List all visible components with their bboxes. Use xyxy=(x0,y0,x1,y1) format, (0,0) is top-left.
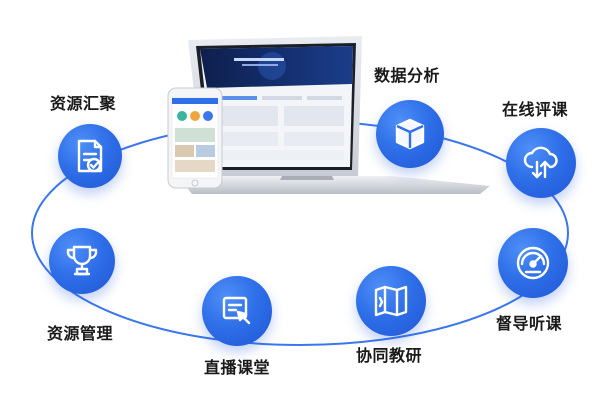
feature-online-evaluate[interactable]: 在线评课 xyxy=(500,90,600,220)
screen-cursor-icon xyxy=(202,276,272,346)
gauge-icon xyxy=(498,228,568,298)
feature-label: 在线评课 xyxy=(502,100,569,119)
feature-label: 协同教研 xyxy=(356,346,423,365)
trophy-icon xyxy=(49,228,115,294)
feature-resource-manage[interactable]: 资源管理 xyxy=(35,228,165,358)
feature-label: 数据分析 xyxy=(374,66,441,85)
feature-label: 直播课堂 xyxy=(204,358,271,377)
feature-live-classroom[interactable]: 直播课堂 xyxy=(196,270,326,400)
feature-label: 资源管理 xyxy=(47,324,114,343)
feature-label: 资源汇聚 xyxy=(50,94,117,113)
document-check-icon xyxy=(58,124,122,188)
feature-supervise-lesson[interactable]: 督导听课 xyxy=(490,224,600,354)
laptop-phone-illustration xyxy=(167,36,490,194)
map-book-icon xyxy=(356,266,426,336)
cube-icon xyxy=(376,100,444,168)
feature-label: 督导听课 xyxy=(496,314,563,333)
feature-collab-research[interactable]: 协同教研 xyxy=(352,262,482,392)
feature-data-analysis[interactable]: 数据分析 xyxy=(360,62,490,192)
feature-resource-collect[interactable]: 资源汇聚 xyxy=(42,90,172,220)
cloud-sync-icon xyxy=(506,128,576,198)
